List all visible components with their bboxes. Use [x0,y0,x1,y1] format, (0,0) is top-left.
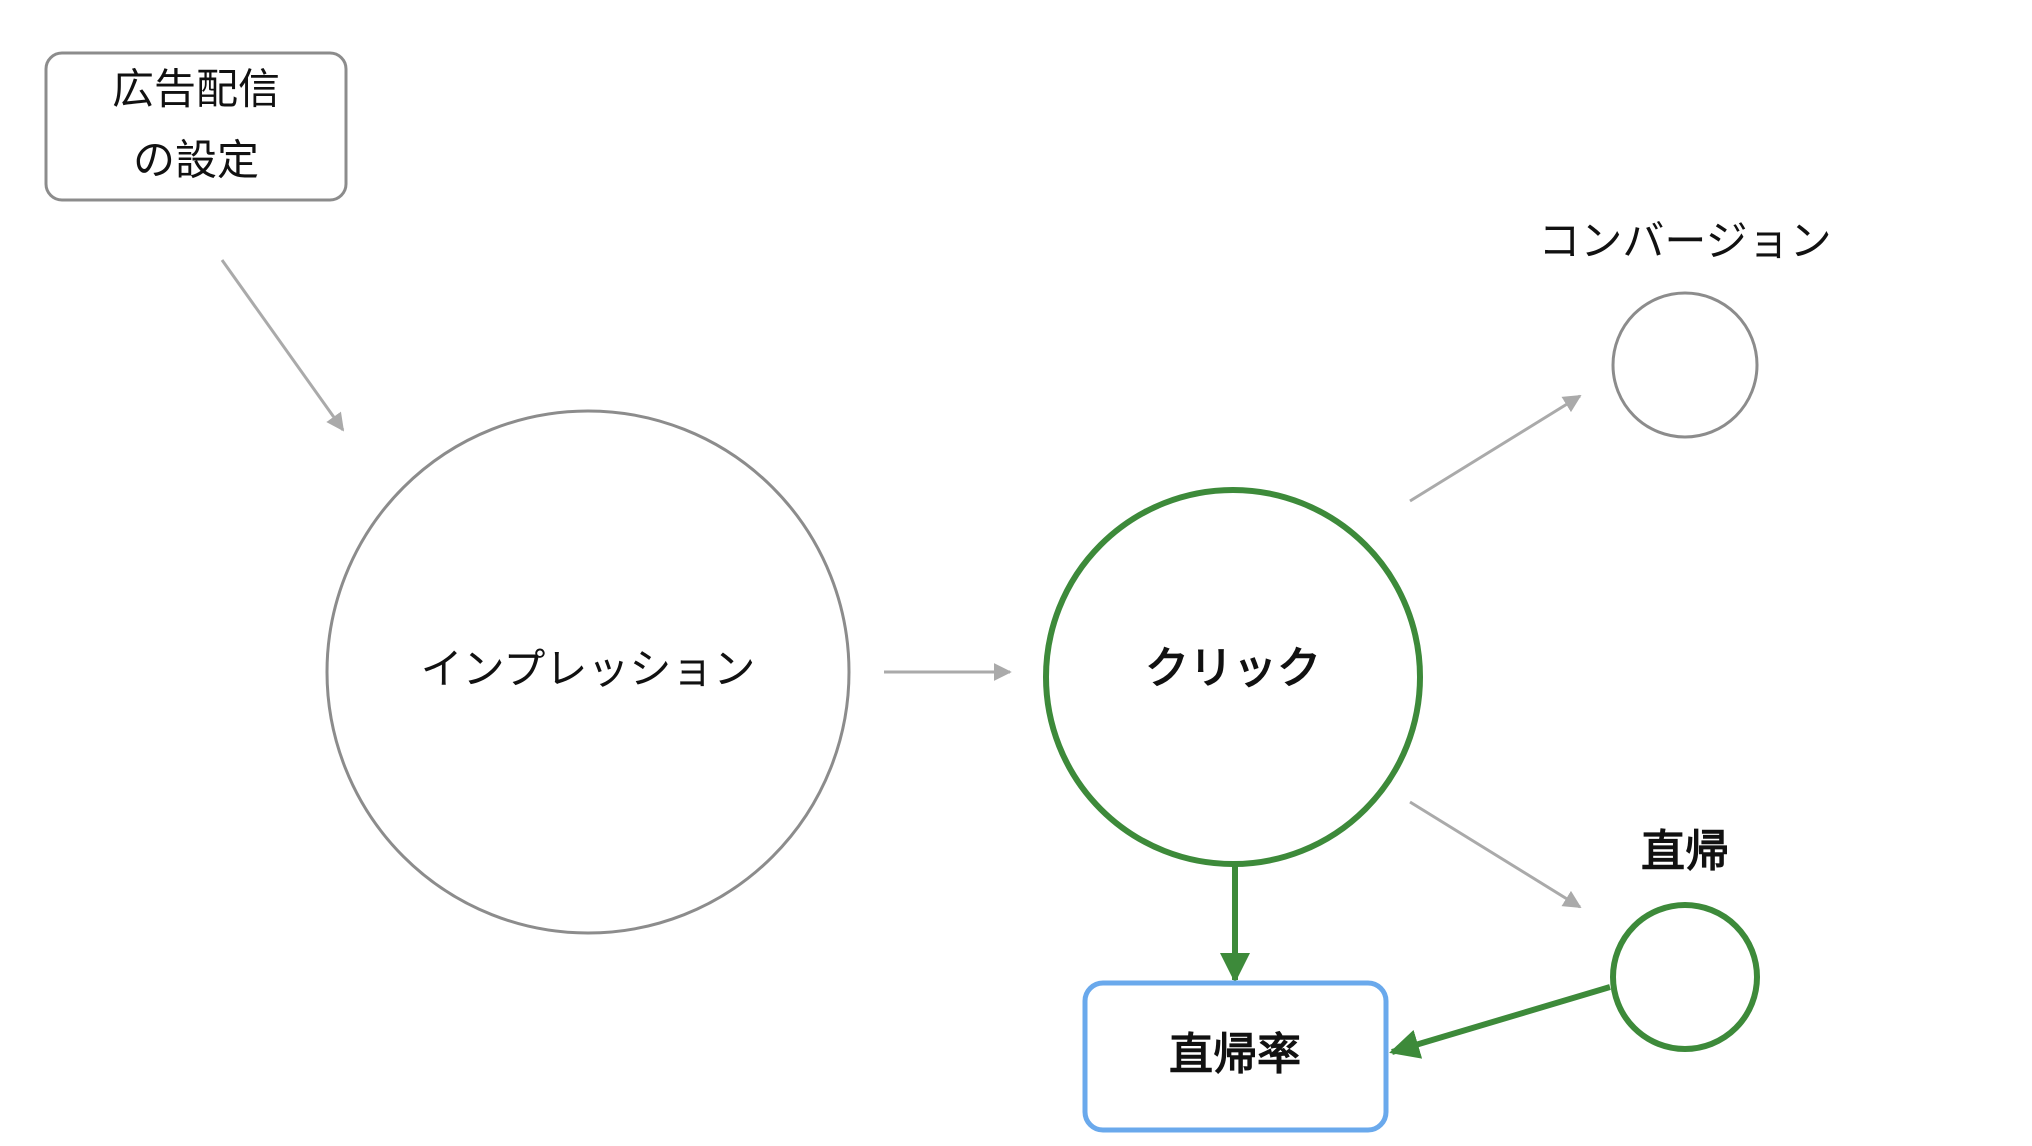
conversion-node: コンバージョン [1538,217,1832,439]
ad-settings-node: 広告配信 の設定 [44,51,348,202]
click-node: クリック [1043,487,1423,867]
bounce-label: 直帰 [1641,826,1729,877]
ad-settings-box [44,51,348,202]
ad-settings-label-line1: 広告配信 [112,65,280,114]
impression-label: インプレッション [421,645,756,694]
impression-node: インプレッション [325,409,851,935]
bounce-rate-label: 直帰率 [1169,1029,1301,1080]
conversion-label: コンバージョン [1538,217,1831,266]
arrow-settings-to-impression [220,259,345,432]
click-label: クリック [1145,643,1321,694]
conversion-circle [1611,291,1759,439]
ad-settings-label-line2: の設定 [133,136,259,185]
bounce-rate-box [1082,980,1389,1133]
arrow-bounce-to-bounce-rate [1389,984,1611,1059]
bounce-rate-node: 直帰率 [1082,980,1389,1133]
impression-circle [325,409,851,935]
arrow-click-to-bounce [1409,800,1582,909]
arrow-click-to-conversion [1409,394,1582,503]
bounce-node: 直帰 [1610,826,1760,1052]
bounce-circle [1610,902,1760,1052]
